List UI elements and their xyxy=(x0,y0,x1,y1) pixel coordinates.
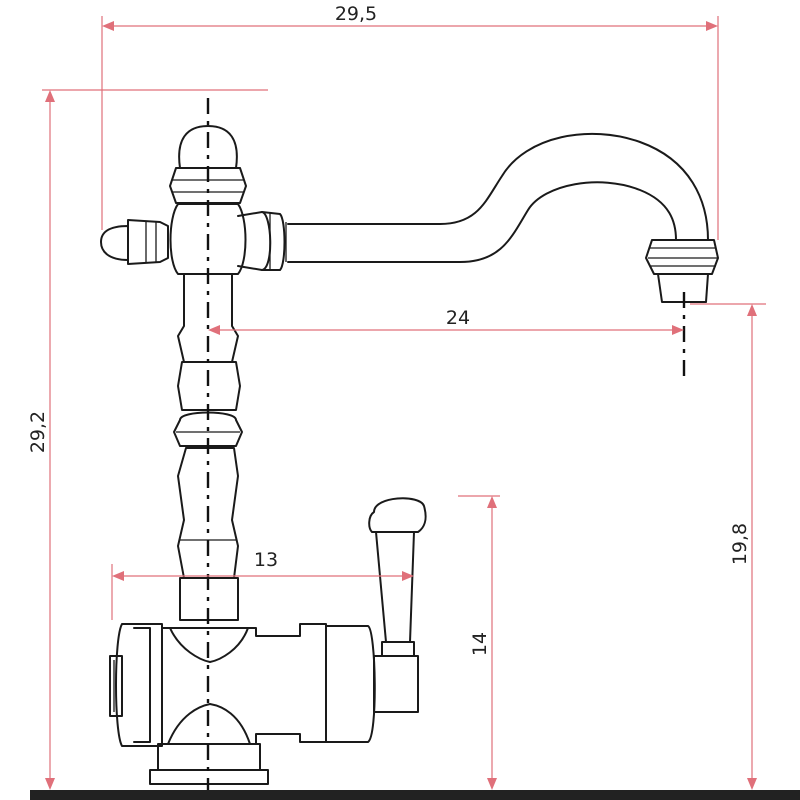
spout xyxy=(287,132,719,303)
spout-reach-label: 24 xyxy=(446,307,470,329)
base-body xyxy=(109,623,376,785)
centerlines xyxy=(206,98,686,790)
lever-height-label: 14 xyxy=(469,632,491,656)
lever-handle xyxy=(368,497,427,713)
lever-reach-label: 13 xyxy=(254,549,278,571)
ground-line xyxy=(30,790,800,800)
dimension-labels: 29,5 29,2 24 19,8 13 14 xyxy=(27,3,751,656)
overall-width-label: 29,5 xyxy=(335,3,377,25)
faucet-outline xyxy=(100,125,719,785)
central-hub xyxy=(169,203,287,275)
dimension-lines xyxy=(42,16,766,790)
spout-height-label: 19,8 xyxy=(729,523,751,565)
overall-height-label: 29,2 xyxy=(27,411,49,453)
side-knob xyxy=(100,219,169,265)
